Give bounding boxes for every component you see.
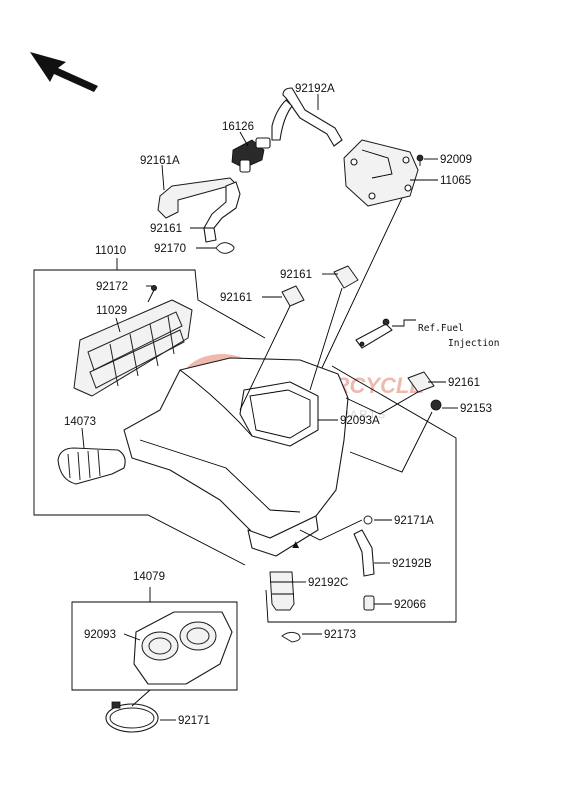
label-92172: 92172 bbox=[96, 281, 128, 293]
label-92093A: 92093A bbox=[340, 415, 380, 427]
part-plug-92066 bbox=[363, 595, 375, 611]
part-screw-92172 bbox=[147, 284, 157, 303]
label-92161-pad2: 92161 bbox=[220, 292, 252, 304]
part-cap-92153 bbox=[430, 399, 442, 411]
label-92170: 92170 bbox=[154, 243, 186, 255]
label-92192B: 92192B bbox=[392, 558, 432, 570]
part-clip-92170 bbox=[215, 242, 235, 254]
label-11029: 11029 bbox=[96, 305, 127, 317]
label-92161A: 92161A bbox=[140, 155, 180, 167]
housing-arrow-icon: ▲ bbox=[290, 539, 301, 551]
part-holder-14079 bbox=[133, 611, 233, 685]
label-92192C: 92192C bbox=[308, 577, 348, 589]
label-92171A: 92171A bbox=[394, 515, 434, 527]
label-11065: 11065 bbox=[440, 175, 471, 187]
group-frame-14079 bbox=[71, 587, 238, 691]
part-cover-11065 bbox=[343, 139, 419, 207]
part-filter-11029 bbox=[73, 299, 193, 397]
part-pad-92161-a bbox=[333, 265, 359, 289]
label-92066: 92066 bbox=[394, 599, 426, 611]
label-92093: 92093 bbox=[84, 629, 116, 641]
group-frame-11065 bbox=[265, 197, 457, 623]
part-drain-92192C bbox=[269, 571, 295, 611]
part-hose-92192B bbox=[353, 529, 375, 577]
label-92161-hose: 92161 bbox=[150, 223, 182, 235]
part-clamp-92171 bbox=[105, 701, 159, 733]
part-pad-92161-c bbox=[407, 371, 435, 393]
leader-lines bbox=[81, 94, 458, 721]
label-16126: 16126 bbox=[222, 121, 254, 133]
part-air-cleaner-housing: ▲ bbox=[123, 357, 349, 557]
label-ref-fuel: Ref.Fuel bbox=[418, 323, 464, 334]
label-14073: 14073 bbox=[64, 416, 96, 428]
part-fuel-injection-sensor bbox=[355, 318, 393, 349]
part-labels: 92192A 16126 92161A 92009 11065 92161 92… bbox=[64, 83, 499, 727]
label-11010: 11010 bbox=[95, 245, 126, 257]
part-clamp-92171A bbox=[363, 515, 373, 525]
label-92192A: 92192A bbox=[295, 83, 335, 95]
part-valve-16126 bbox=[231, 137, 271, 173]
label-92009: 92009 bbox=[440, 154, 472, 166]
part-hose-92192A bbox=[271, 87, 343, 147]
label-14079: 14079 bbox=[133, 571, 165, 583]
front-direction-arrow-icon bbox=[30, 52, 98, 92]
part-screw-92009 bbox=[416, 154, 424, 166]
label-92171: 92171 bbox=[178, 715, 210, 727]
label-92173: 92173 bbox=[324, 629, 356, 641]
part-duct-14073 bbox=[57, 447, 126, 485]
label-92161-pad1: 92161 bbox=[280, 269, 312, 281]
part-hose-92161 bbox=[203, 181, 241, 243]
label-ref-injection: Injection bbox=[448, 338, 499, 349]
label-92161-pad3: 92161 bbox=[448, 377, 480, 389]
group-frame-11010 bbox=[33, 258, 266, 566]
part-clip-92173 bbox=[281, 631, 301, 643]
part-pad-92161-b bbox=[281, 285, 305, 307]
part-pad-92161A bbox=[157, 177, 237, 219]
label-92153: 92153 bbox=[460, 403, 492, 415]
